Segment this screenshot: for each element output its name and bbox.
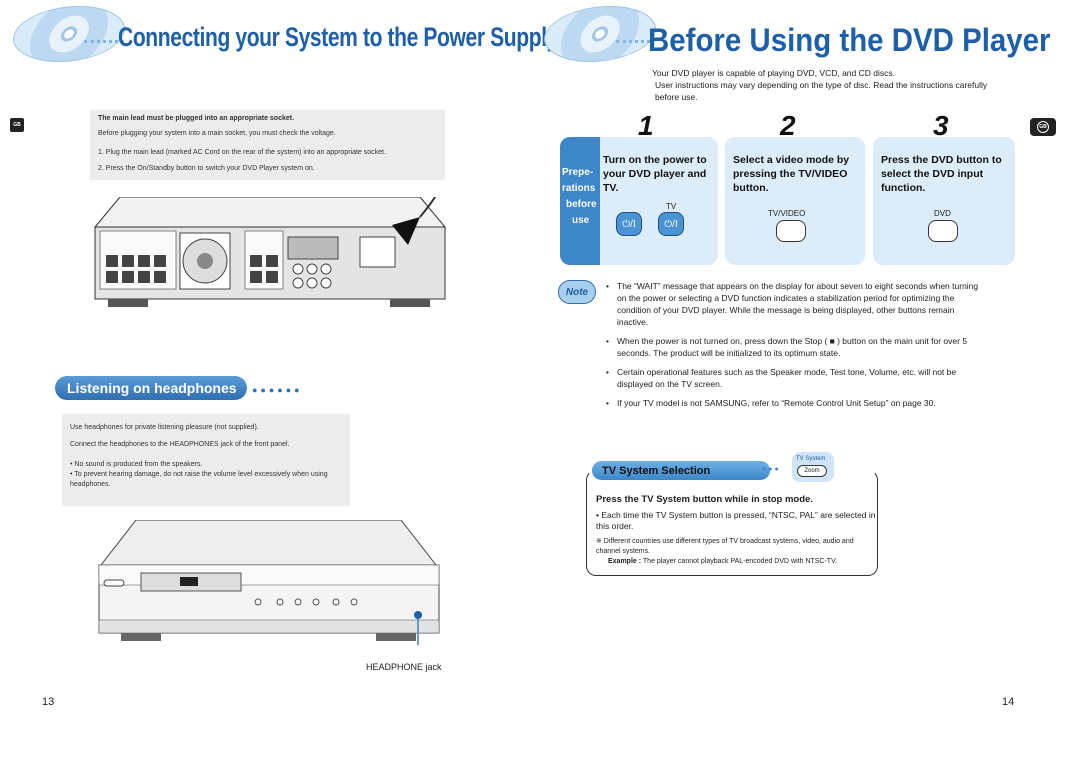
device-rear-panel-illustration [93,197,447,307]
tv-system-pill: TV System Selection [592,461,770,480]
page-title-right: Before Using the DVD Player [648,22,1051,58]
note-badge: Note [558,280,596,304]
note-bullet-4: If your TV model is not SAMSUNG, refer t… [606,397,981,409]
step-number-1: 1 [638,110,654,141]
headphones-line-2: Connect the headphones to the HEADPHONES… [70,441,290,448]
intro-line-2: User instructions may vary depending on … [655,80,988,102]
power-box-intro: Before plugging your system into a main … [98,130,336,137]
tv-system-bullet: • Each time the TV System button is pres… [596,510,876,531]
page-title-left: Connecting your System to the Power Supp… [118,22,558,52]
power-instructions-box: The main lead must be plugged into an ap… [90,110,445,180]
step-text-3: Press the DVD button to select the DVD i… [881,154,1002,194]
tv-video-button-label: TV/VIDEO [768,209,806,218]
intro-line-1: Your DVD player is capable of playing DV… [652,68,895,78]
prep-word-3: before [566,199,597,210]
dotted-line-right [616,40,650,43]
note-bullets: The “WAIT” message that appears on the d… [606,280,981,416]
zoom-button-icon: Zoom [797,465,827,477]
headphone-jack-label: HEADPHONE jack [366,662,442,672]
intro-text: Your DVD player is capable of playing DV… [652,67,1002,103]
prep-word-2: rations [562,183,596,194]
step-number-3: 3 [933,110,949,141]
headphones-note-2: • To prevent hearing damage, do not rais… [70,471,328,488]
step-text-1: Turn on the power to your DVD player and… [603,154,707,194]
step-number-2: 2 [780,110,796,141]
step-card-1 [600,137,718,265]
headphones-box: Use headphones for private listening ple… [62,414,350,506]
prep-word-1: Prepe- [562,167,594,178]
tv-system-dots: ●●● [762,466,781,473]
note-bullet-2: When the power is not turned on, press d… [606,335,981,359]
section-title-headphones: Listening on headphones [55,376,247,400]
section-dots-decoration: ●●●●●● [252,385,303,395]
disc-decoration-left [3,6,135,62]
note-bullet-3: Certain operational features such as the… [606,366,981,390]
tv-video-button-icon [776,220,806,242]
device-front-panel-illustration [98,520,440,645]
dvd-button-label: DVD [934,209,951,218]
tv-system-frame [586,470,878,576]
step-card-3 [873,137,1015,265]
page-number-left: 13 [42,696,55,708]
page-number-right: 14 [1002,696,1015,708]
dotted-line-left [84,40,124,43]
headphones-line-1: Use headphones for private listening ple… [70,424,259,431]
note-bullet-1: The “WAIT” message that appears on the d… [606,280,981,328]
prep-word-4: use [572,215,590,226]
step-card-2 [725,137,865,265]
tv-system-button-caption: TV System [796,456,826,462]
preparations-tab [560,137,605,265]
tv-system-note: ※ Different countries use different type… [596,538,854,555]
power-step-2: 2. Press the On/Standby button to switch… [98,165,315,172]
step-text-2: Select a video mode by pressing the TV/V… [733,154,850,194]
tv-power-button-icon: ⏻/I [658,212,684,236]
language-tab-right: GB [1030,118,1056,136]
dvd-button-icon [928,220,958,242]
power-step-1: 1. Plug the main lead (marked AC Cord on… [98,149,386,156]
tv-button-label: TV [666,202,677,211]
player-power-button-icon: ⏻/I [616,212,642,236]
disc-decoration-right [534,6,666,62]
language-tab-left: GB [10,118,24,132]
headphones-note-1: • No sound is produced from the speakers… [70,461,203,468]
tv-system-example: Example : The player cannot playback PAL… [608,558,838,565]
power-box-heading: The main lead must be plugged into an ap… [98,115,295,122]
tv-system-heading: Press the TV System button while in stop… [596,494,813,505]
